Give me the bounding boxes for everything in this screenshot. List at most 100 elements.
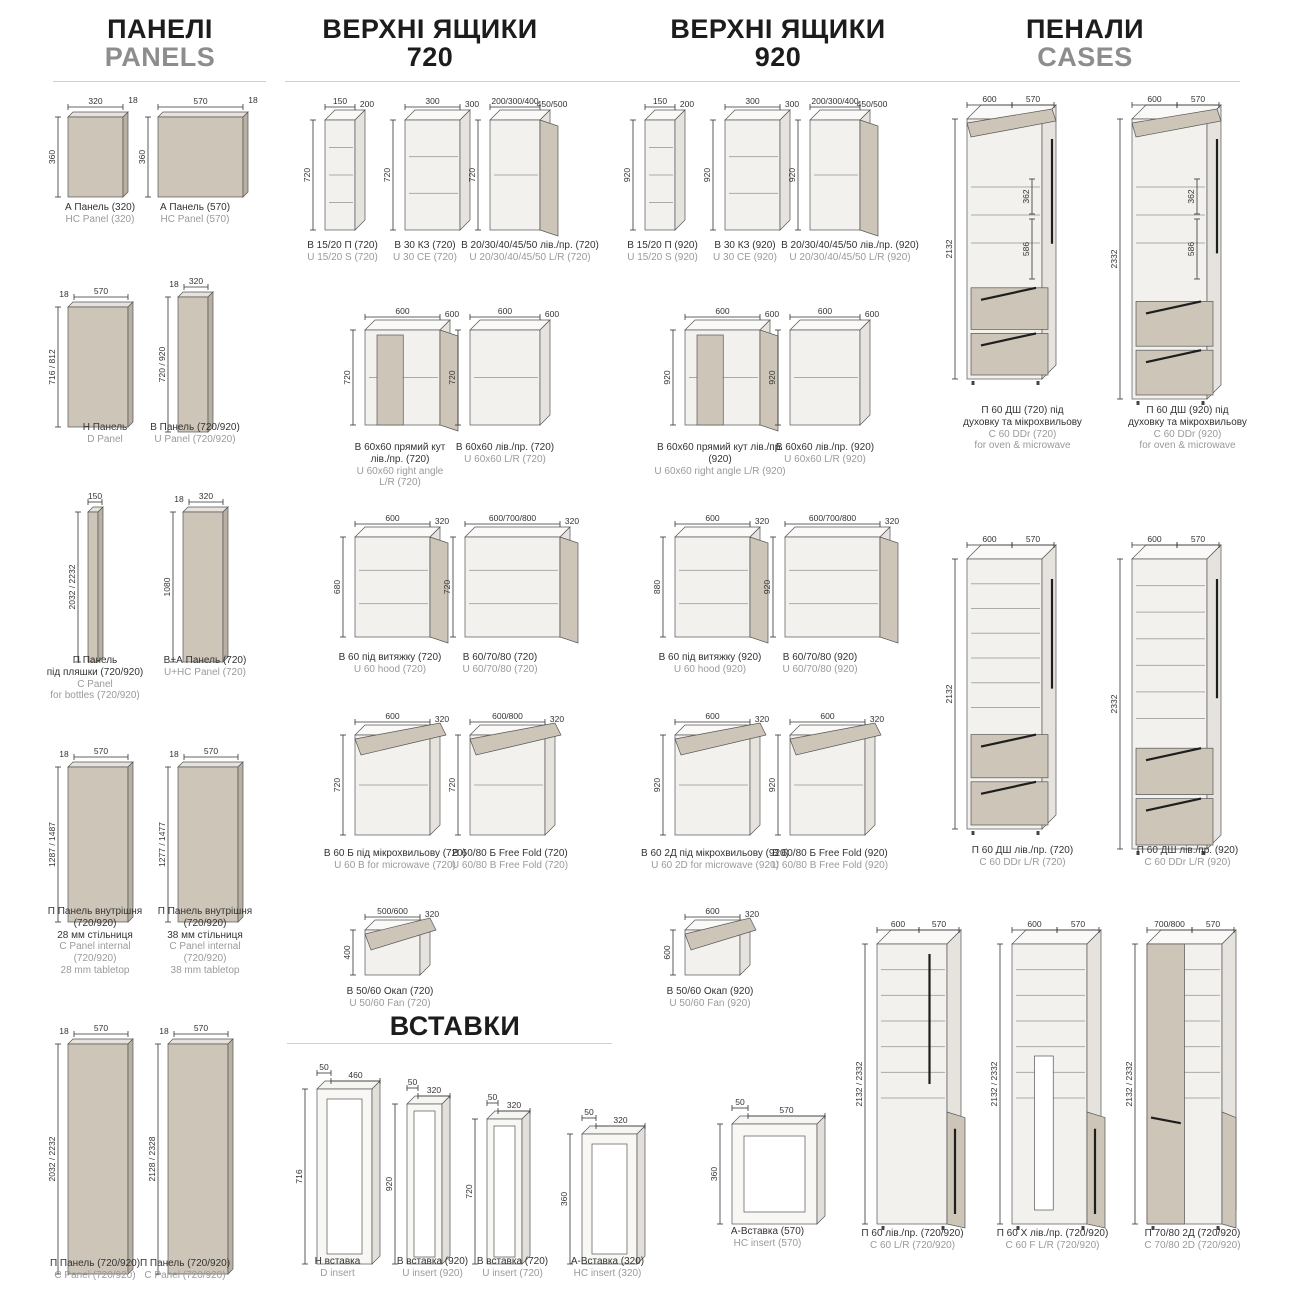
caption-ua-line: (720/920) bbox=[183, 917, 227, 929]
panel-side-edge bbox=[127, 1038, 134, 1275]
caption-ua-line: духовку та мікрохвильову bbox=[963, 416, 1082, 428]
upper920-caption-3: В 60х60 прямий кут лів./пр. (920)U 60x60… bbox=[645, 442, 795, 477]
panel-top-edge bbox=[177, 291, 214, 298]
case-drawer bbox=[1135, 747, 1214, 795]
cabinet-top bbox=[809, 109, 871, 121]
cabinet-top bbox=[464, 526, 571, 538]
caption-en-line: C 60 L/R (720/920) bbox=[869, 1239, 956, 1251]
caption-en-line: U 50/60 Fan (720) bbox=[349, 997, 431, 1009]
case-caption-3: П 60 ДШ лів./пр. (920)C 60 DDr L/R (920) bbox=[1125, 845, 1250, 869]
cabinet-door-open bbox=[879, 536, 899, 644]
cabinet-lift-flap bbox=[354, 722, 447, 756]
dimension-label: 320 bbox=[435, 714, 449, 724]
caption-en-line: U 60x60 L/R (920) bbox=[784, 453, 866, 465]
dimension-label: 600 bbox=[1147, 94, 1161, 104]
panel-face bbox=[177, 296, 209, 433]
header-rule-main bbox=[285, 81, 1240, 82]
caption-en-line: 38 mm tabletop bbox=[170, 964, 240, 976]
panel-face bbox=[67, 116, 124, 198]
caption-en-line: C Panel internal bbox=[169, 941, 241, 953]
caption-ua-line: В 60 під витяжку (920) bbox=[658, 652, 762, 663]
case-drawer bbox=[1135, 349, 1214, 396]
panel-caption-7: П Панель внутрішня(720/920)38 мм стільни… bbox=[150, 906, 260, 977]
dimension-label: 360 bbox=[47, 150, 57, 164]
caption-ua-line: П Панель (720/920) bbox=[139, 1258, 231, 1269]
panel-side-edge bbox=[207, 291, 214, 433]
panel-top-edge bbox=[177, 761, 244, 768]
dimension-label: 600 bbox=[545, 309, 559, 319]
caption-ua-line: духовку та мікрохвильову bbox=[1128, 416, 1247, 428]
case-top bbox=[1131, 544, 1222, 560]
dimension-label: 320 bbox=[189, 276, 203, 286]
dimension-label: 700/800 bbox=[1154, 919, 1185, 929]
panel-face bbox=[67, 766, 129, 923]
panel-side-edge bbox=[122, 111, 129, 198]
caption-en-line: U 60 B for microwave (720) bbox=[334, 859, 456, 871]
caption-ua-line: В вставка (920) bbox=[396, 1256, 469, 1267]
case-drawer-handle bbox=[1145, 747, 1202, 762]
panel-side-edge bbox=[237, 761, 244, 923]
dimension-label: 570 bbox=[1206, 919, 1220, 929]
dimension-label: 200 bbox=[360, 99, 374, 109]
dimension-label: 1080 bbox=[162, 577, 172, 596]
insert-side bbox=[441, 1095, 451, 1265]
insert-caption-2: В вставка (720)U insert (720) bbox=[465, 1256, 560, 1280]
cabinet-side bbox=[779, 109, 791, 231]
dimension-label: 2132 / 2332 bbox=[1124, 1061, 1134, 1106]
caption-ua-line: П 60 ДШ (720) під bbox=[981, 405, 1064, 416]
cabinet-door-open bbox=[559, 536, 579, 644]
header-rule-panels bbox=[53, 81, 266, 82]
panel-side-edge bbox=[242, 111, 249, 198]
cabinet-side bbox=[459, 109, 471, 231]
dimension-label: 450/500 bbox=[537, 99, 568, 109]
dimension-label: 18 bbox=[169, 749, 179, 759]
dimension-label: 300 bbox=[745, 96, 759, 106]
caption-en-line: D insert bbox=[320, 1267, 355, 1279]
caption-ua-line: В 60/80 Б Free Fold (920) bbox=[772, 848, 888, 859]
upper920-caption-0: В 15/20 П (920)U 15/20 S (920) bbox=[605, 240, 720, 264]
panel-top-edge bbox=[157, 111, 249, 118]
case-caption-4: П 60 лів./пр. (720/920)C 60 L/R (720/920… bbox=[850, 1228, 975, 1252]
cabinet-top bbox=[469, 319, 551, 331]
case-top bbox=[1011, 929, 1102, 945]
caption-ua-line: В 15/20 П (720) bbox=[307, 240, 378, 251]
caption-en-line: U 15/20 S (720) bbox=[307, 251, 378, 263]
cabinet-corner-door bbox=[696, 334, 724, 426]
case-drawer-handle bbox=[980, 286, 1037, 301]
upper720-caption-9: В 50/60 Окап (720)U 50/60 Fan (720) bbox=[330, 986, 450, 1010]
caption-en-line: C 60 DDr (920) bbox=[1153, 428, 1222, 440]
cabinet-top bbox=[674, 526, 761, 538]
dimension-label: 586 bbox=[1021, 242, 1031, 256]
caption-ua-line: В 60 2Д під мікрохвильову (920) bbox=[641, 848, 789, 859]
case-left-door bbox=[1146, 943, 1185, 1225]
dimension-label: 18 bbox=[59, 1026, 69, 1036]
cabinet-body bbox=[404, 119, 461, 231]
header-cases: ПЕНАЛИ CASES bbox=[985, 15, 1185, 71]
header-upper-720-ua: ВЕРХНІ ЯЩИКИ bbox=[322, 14, 538, 44]
case-caption-5: П 60 Х лів./пр. (720/920)C 60 F L/R (720… bbox=[990, 1228, 1115, 1252]
case-flap bbox=[1131, 108, 1222, 138]
cabinet-side bbox=[539, 319, 551, 426]
caption-ua-line: В 50/60 Окап (720) bbox=[346, 986, 434, 997]
caption-en-line: for bottles (720/920) bbox=[50, 690, 140, 702]
dimension-label: 320 bbox=[755, 516, 769, 526]
case-drawer bbox=[1135, 301, 1214, 347]
